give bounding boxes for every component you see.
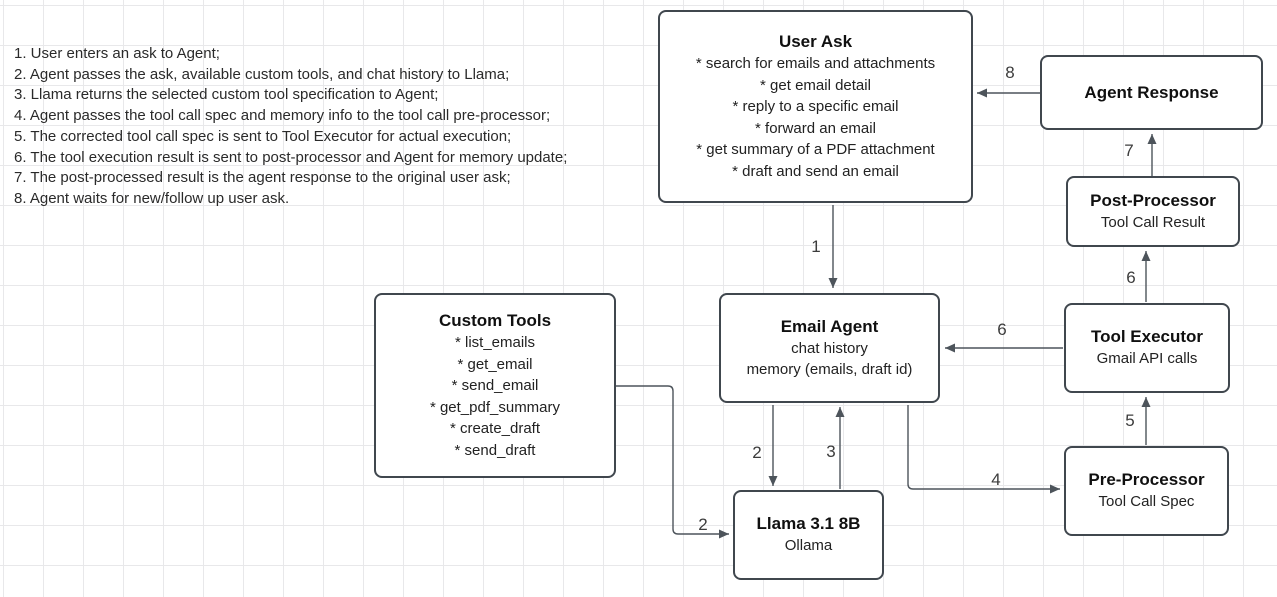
edge-label-step4: 4 [991, 470, 1001, 489]
node-title: Agent Response [1084, 82, 1219, 102]
node-line: * send_email [451, 377, 539, 394]
node-line: * search for emails and attachments [695, 55, 936, 72]
node-line: * get_email [457, 355, 533, 373]
arrow-step4-agent-to-preprocessor [907, 405, 1060, 494]
edge-label-step2-tools-llama: 2 [698, 515, 708, 534]
node-line: * forward an email [755, 119, 876, 137]
node-line: * create_draft [449, 420, 541, 437]
node-line: Tool Call Spec [1098, 493, 1195, 511]
agent-response-node: Agent Response [1040, 55, 1263, 130]
node-line: * get_pdf_summary [429, 398, 561, 416]
note-line: 8. Agent waits for new/follow up user as… [14, 189, 290, 207]
edge-label-step2-agent-llama: 2 [752, 443, 762, 462]
note-line: 7. The post-processed result is the agen… [14, 169, 511, 187]
node-title: Email Agent [780, 316, 879, 336]
node-line: chat history [791, 339, 868, 357]
node-title: Custom Tools [438, 311, 552, 330]
edge-label-step1: 1 [811, 237, 821, 256]
node-line: Tool Call Result [1100, 213, 1206, 231]
post-processor-node: Post-Processor Tool Call Result [1066, 176, 1240, 247]
edge-label-step8: 8 [1005, 63, 1015, 82]
edge-label-step6-post: 6 [1126, 268, 1136, 287]
edge-label-step7: 7 [1124, 141, 1134, 160]
node-title: User Ask [778, 32, 853, 51]
node-line: * get email detail [760, 76, 871, 94]
node-line: * send_draft [454, 441, 536, 459]
note-line: 5. The corrected tool call spec is sent … [14, 127, 512, 145]
edge-label-step6-agent: 6 [997, 320, 1007, 339]
node-title: Llama 3.1 8B [756, 514, 861, 534]
node-line: * get summary of a PDF attachment [696, 141, 935, 158]
note-line: 1. User enters an ask to Agent; [14, 45, 220, 62]
note-line: 3. Llama returns the selected custom too… [14, 86, 439, 104]
note-line: 6. The tool execution result is sent to … [14, 148, 568, 166]
user-ask-node: User Ask * search for emails and attachm… [658, 10, 973, 203]
node-line: Ollama [784, 537, 833, 555]
node-line: memory (emails, draft id) [746, 361, 913, 378]
node-title: Post-Processor [1090, 190, 1216, 210]
node-line: * reply to a specific email [732, 98, 899, 115]
note-line: 2. Agent passes the ask, available custo… [14, 65, 510, 83]
llama-node: Llama 3.1 8B Ollama [733, 490, 884, 580]
flow-description-list: 1. User enters an ask to Agent; 2. Agent… [14, 44, 567, 210]
node-title: Pre-Processor [1088, 470, 1205, 490]
arrow-step2-tools-to-llama [616, 385, 729, 539]
node-line: * draft and send an email [732, 162, 899, 180]
email-agent-node: Email Agent chat history memory (emails,… [719, 293, 940, 403]
edge-label-step5: 5 [1125, 411, 1135, 430]
pre-processor-node: Pre-Processor Tool Call Spec [1064, 446, 1229, 536]
custom-tools-node: Custom Tools * list_emails * get_email *… [374, 293, 616, 478]
node-title: Tool Executor [1090, 327, 1204, 347]
tool-executor-node: Tool Executor Gmail API calls [1064, 303, 1230, 393]
node-line: * list_emails [454, 334, 536, 351]
node-line: Gmail API calls [1096, 350, 1198, 368]
edge-label-step3: 3 [826, 442, 836, 461]
note-line: 4. Agent passes the tool call spec and m… [14, 107, 551, 125]
